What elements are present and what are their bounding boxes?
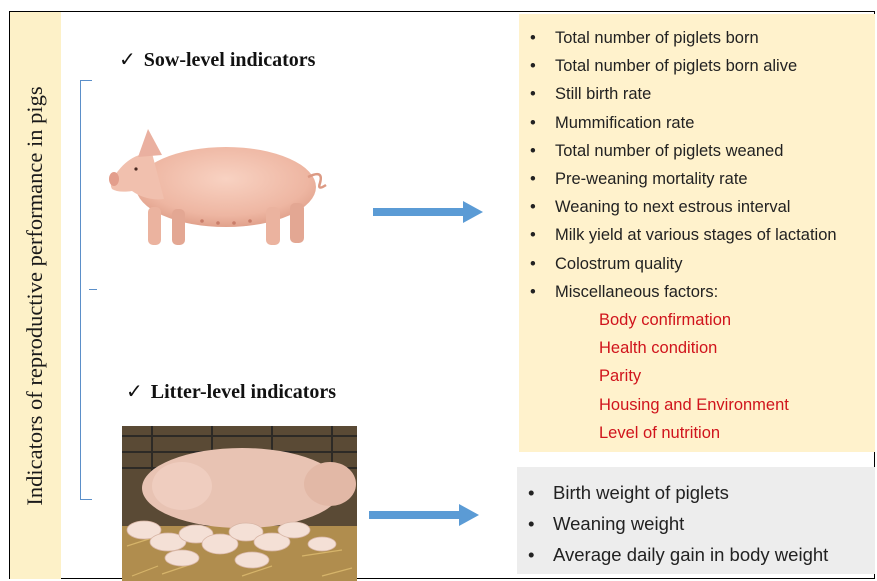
list-item: Still birth rate	[519, 80, 875, 108]
check-icon: ✓	[126, 381, 143, 403]
sow-arrow-icon	[373, 201, 483, 223]
grouping-bracket-tick	[89, 289, 97, 290]
misc-factor-item: Level of nutrition	[519, 419, 875, 447]
litter-level-heading: ✓ Litter-level indicators	[126, 379, 336, 404]
list-item: Birth weight of piglets	[517, 477, 875, 508]
misc-factor-item: Parity	[519, 362, 875, 390]
list-item: Miscellaneous factors:	[519, 278, 875, 306]
sow-level-heading-text: Sow-level indicators	[144, 49, 316, 71]
grouping-bracket	[80, 80, 92, 500]
list-item: Weaning weight	[517, 508, 875, 539]
sow-indicators-box: Total number of piglets born Total numbe…	[519, 14, 875, 452]
misc-factor-item: Health condition	[519, 334, 875, 362]
list-item: Average daily gain in body weight	[517, 539, 875, 570]
litter-indicator-list: Birth weight of piglets Weaning weight A…	[517, 477, 875, 570]
misc-factor-item: Body confirmation	[519, 306, 875, 334]
side-title: Indicators of reproductive performance i…	[22, 16, 48, 576]
list-item: Total number of piglets born	[519, 24, 875, 52]
sow-image	[102, 95, 334, 255]
misc-factor-list: Body confirmation Health condition Parit…	[519, 306, 875, 447]
list-item: Pre-weaning mortality rate	[519, 165, 875, 193]
list-item: Colostrum quality	[519, 250, 875, 278]
sow-indicator-list: Total number of piglets born Total numbe…	[519, 24, 875, 306]
litter-indicators-box: Birth weight of piglets Weaning weight A…	[517, 467, 875, 574]
litter-level-heading-text: Litter-level indicators	[151, 381, 336, 403]
list-item: Total number of piglets born alive	[519, 52, 875, 80]
misc-factor-item: Housing and Environment	[519, 391, 875, 419]
list-item: Milk yield at various stages of lactatio…	[519, 221, 875, 249]
list-item: Mummification rate	[519, 109, 875, 137]
litter-arrow-icon	[369, 504, 479, 526]
check-icon: ✓	[119, 49, 136, 71]
litter-image	[122, 426, 357, 581]
list-item: Total number of piglets weaned	[519, 137, 875, 165]
list-item: Weaning to next estrous interval	[519, 193, 875, 221]
sow-level-heading: ✓ Sow-level indicators	[119, 47, 315, 72]
